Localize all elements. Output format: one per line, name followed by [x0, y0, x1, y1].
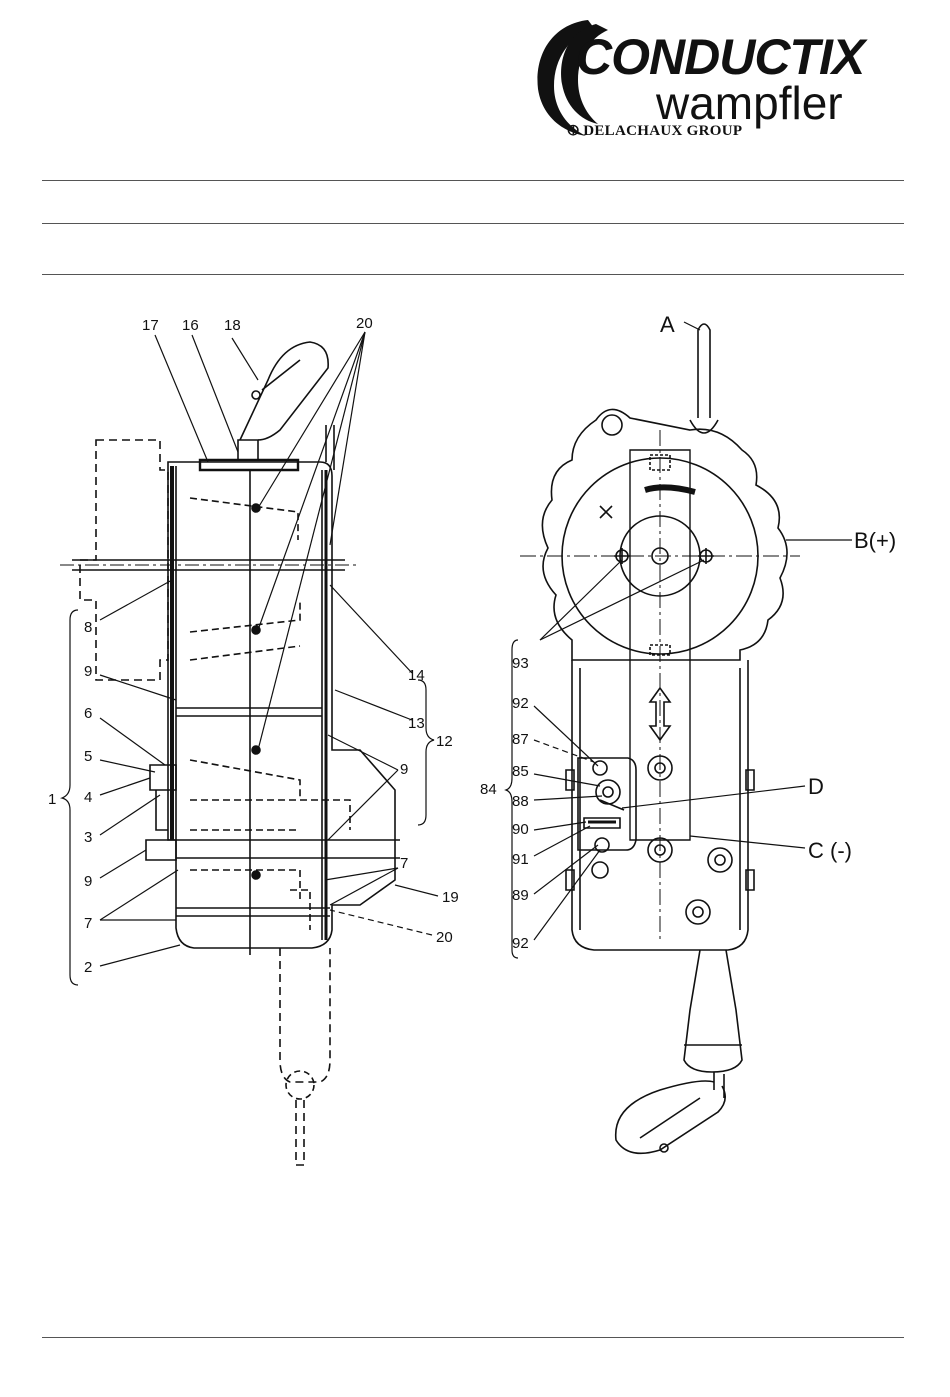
callout-91: 91	[512, 851, 529, 868]
callout-D: D	[808, 774, 824, 799]
callout-8: 8	[84, 619, 92, 636]
left-section-view	[60, 342, 400, 1165]
callout-14: 14	[408, 667, 425, 684]
callout-9-lower: 9	[84, 873, 92, 890]
callout-9-right: 9	[400, 761, 408, 778]
callout-20-top: 20	[356, 315, 373, 332]
callout-3: 3	[84, 829, 92, 846]
callout-92-lower: 92	[512, 935, 529, 952]
right-labels: A B(+) 93 92 87 85 84 88 90 91 89 92 D C…	[480, 312, 896, 952]
callout-B-plus: B(+)	[854, 528, 896, 553]
callout-17: 17	[142, 317, 159, 334]
callout-85: 85	[512, 763, 529, 780]
callout-A: A	[660, 312, 675, 337]
callout-90: 90	[512, 821, 529, 838]
callout-9-upper: 9	[84, 663, 92, 680]
callout-2: 2	[84, 959, 92, 976]
callout-16: 16	[182, 317, 199, 334]
callout-1: 1	[48, 791, 56, 808]
callout-87: 87	[512, 731, 529, 748]
callout-84: 84	[480, 781, 497, 798]
callout-12: 12	[436, 733, 453, 750]
right-leader-lines	[506, 322, 852, 958]
callout-88: 88	[512, 793, 529, 810]
callout-89: 89	[512, 887, 529, 904]
callout-4: 4	[84, 789, 92, 806]
callout-C-minus: C (-)	[808, 838, 852, 863]
right-front-view	[520, 324, 800, 1153]
callout-93: 93	[512, 655, 529, 672]
callout-19: 19	[442, 889, 459, 906]
callout-13: 13	[408, 715, 425, 732]
callout-18: 18	[224, 317, 241, 334]
callout-92-upper: 92	[512, 695, 529, 712]
callout-7-right: 7	[400, 855, 408, 872]
callout-5: 5	[84, 748, 92, 765]
callout-6: 6	[84, 705, 92, 722]
callout-7-left: 7	[84, 915, 92, 932]
callout-20-bottom: 20	[436, 929, 453, 946]
